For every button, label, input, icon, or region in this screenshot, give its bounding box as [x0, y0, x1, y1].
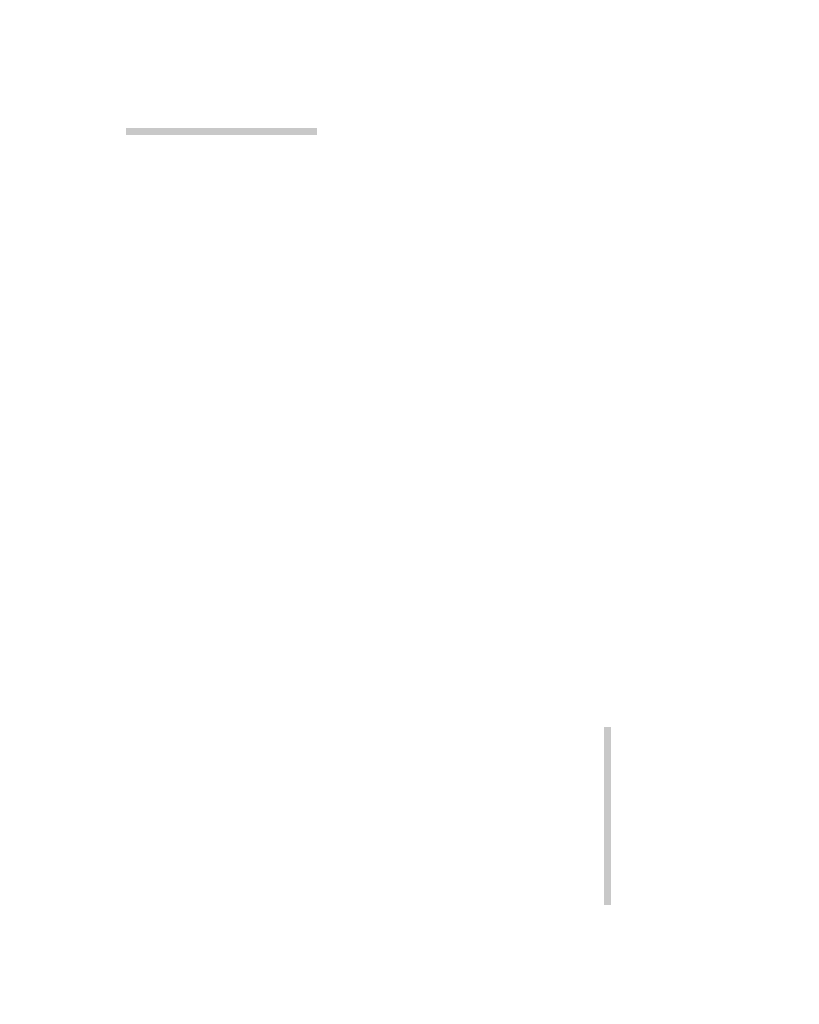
horizontal-scrollbar-thumb[interactable] — [126, 128, 317, 135]
vertical-scrollbar-thumb[interactable] — [604, 727, 611, 905]
